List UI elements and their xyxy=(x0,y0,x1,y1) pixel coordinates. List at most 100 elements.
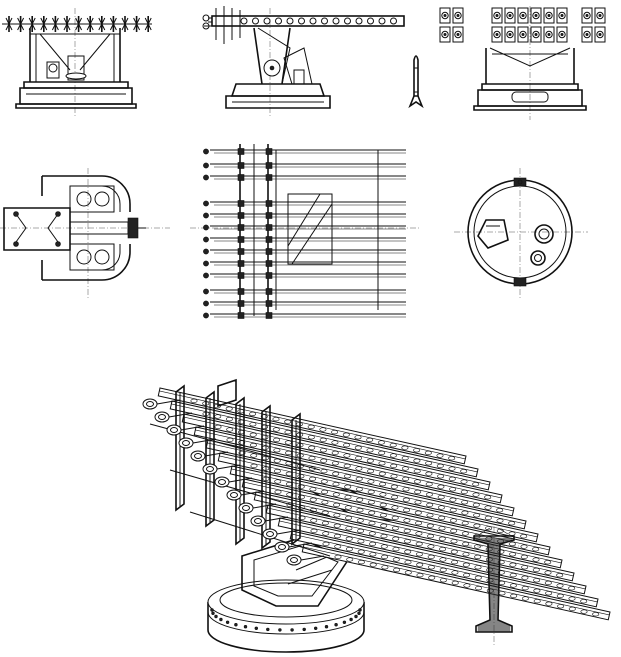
rocket-nozzle xyxy=(154,411,170,423)
base-bolt xyxy=(214,614,218,619)
iso-rail-hole xyxy=(392,557,400,562)
tube-end-frame xyxy=(439,7,451,24)
tube-end-frame xyxy=(556,26,568,43)
iso-rail-hole xyxy=(250,453,258,458)
tube-end xyxy=(596,30,604,39)
tube-end-frame xyxy=(504,26,516,43)
iso-rail-hole xyxy=(403,518,411,523)
iso-rail-hole xyxy=(556,573,564,578)
iso-rail-hole xyxy=(333,533,341,539)
tube-end-frame xyxy=(439,26,451,43)
tube-end xyxy=(558,11,566,20)
tube-bore xyxy=(495,14,499,18)
beam-hole xyxy=(321,17,328,25)
iso-rail-hole xyxy=(544,560,552,565)
iso-rail-hole xyxy=(226,427,234,432)
rail-clamp xyxy=(265,174,273,181)
iso-rail-hole xyxy=(413,448,421,453)
iso-rail-hole xyxy=(367,469,375,474)
beam-hole xyxy=(390,17,397,25)
isometric-rocket-rails xyxy=(157,387,611,621)
cradle-brace xyxy=(189,511,331,557)
rocket-nozzle-bore xyxy=(290,557,298,563)
rail-clamp xyxy=(237,200,245,207)
base-bolt xyxy=(211,611,215,615)
iso-rail-hole xyxy=(461,520,469,526)
iso-rail-hole xyxy=(321,520,329,526)
rail-clamp xyxy=(265,148,273,155)
rocket-projectile-view xyxy=(408,55,424,109)
iso-rail-hole xyxy=(391,505,399,510)
iso-rail-hole xyxy=(485,526,493,531)
front-elevation-view xyxy=(2,8,152,118)
rocket-nozzle xyxy=(214,476,230,488)
iso-rail-hole xyxy=(533,578,541,583)
iso-rail-hole xyxy=(322,541,330,547)
iso-rail-hole xyxy=(496,518,504,523)
iso-rail-hole xyxy=(391,526,399,531)
rocket-nozzle xyxy=(238,502,254,514)
iso-rail-hole xyxy=(391,515,399,521)
iso-rail-hole xyxy=(463,583,471,588)
rocket-body xyxy=(216,464,241,470)
iso-rail-hole xyxy=(344,484,352,489)
iso-rail-hole xyxy=(521,565,529,570)
iso-rail-hole xyxy=(533,598,541,604)
rail-clamp xyxy=(265,162,273,169)
tube-bore xyxy=(534,32,538,36)
cradle-plate xyxy=(291,412,301,546)
iso-rail-hole xyxy=(461,500,469,505)
iso-rail-hole xyxy=(403,508,411,513)
base-bolt-circle xyxy=(210,608,362,632)
tube-end-frame xyxy=(594,26,606,43)
iso-rail-hole xyxy=(332,471,340,476)
tube-end xyxy=(596,11,604,20)
iso-rail-hole xyxy=(249,443,257,448)
iso-rail-hole xyxy=(568,606,576,612)
cradle-plate xyxy=(261,404,271,550)
iso-rail-hole xyxy=(322,531,330,536)
iso-rail-hole xyxy=(580,609,588,614)
base-bolt xyxy=(234,622,238,627)
tube-end xyxy=(441,30,449,39)
iso-rail-hole xyxy=(450,539,458,544)
rocket-body xyxy=(276,529,301,535)
tube-end-frame xyxy=(452,7,464,24)
iso-rail-hole xyxy=(450,549,458,554)
iso-rail-hole xyxy=(319,448,327,453)
iso-rail-hole xyxy=(321,500,329,505)
base-bolt xyxy=(342,620,347,624)
rail-clamp xyxy=(237,248,245,255)
rail-clamp xyxy=(237,162,245,169)
rocket-nozzle-bore xyxy=(242,505,250,511)
iso-rail-hole xyxy=(225,417,233,422)
tube-end-frame xyxy=(556,7,568,24)
rocket-nozzle-bore xyxy=(230,492,238,498)
iso-rail-hole xyxy=(331,430,339,435)
rail-nozzle xyxy=(203,272,209,279)
iso-rail xyxy=(241,478,551,556)
rail-clamp xyxy=(237,148,245,155)
iso-rail-hole xyxy=(343,474,351,479)
iso-rail-hole xyxy=(484,495,492,500)
iso-rail-hole xyxy=(392,536,400,541)
iso-rail-hole xyxy=(508,521,516,526)
tube-end-frame xyxy=(452,26,464,43)
beam-hole xyxy=(367,17,374,25)
rocket-body xyxy=(288,542,313,548)
iso-rail-hole xyxy=(321,489,329,495)
iso-rail-hole xyxy=(437,505,445,510)
base-bolt xyxy=(225,620,230,624)
iso-rail-hole xyxy=(592,612,600,617)
rail-nozzle xyxy=(203,236,209,243)
iso-rail-hole xyxy=(357,539,365,544)
iso-rail-hole xyxy=(448,476,456,482)
iso-rail-hole xyxy=(389,443,397,448)
iso-rail-hole xyxy=(580,599,588,604)
iso-rail-hole xyxy=(309,476,317,482)
iso-rail-hole xyxy=(369,562,377,567)
iso-rail-hole xyxy=(274,479,282,484)
beam-hole xyxy=(298,17,305,25)
iso-rail-hole xyxy=(556,583,564,588)
tube-end-frame xyxy=(530,26,542,43)
